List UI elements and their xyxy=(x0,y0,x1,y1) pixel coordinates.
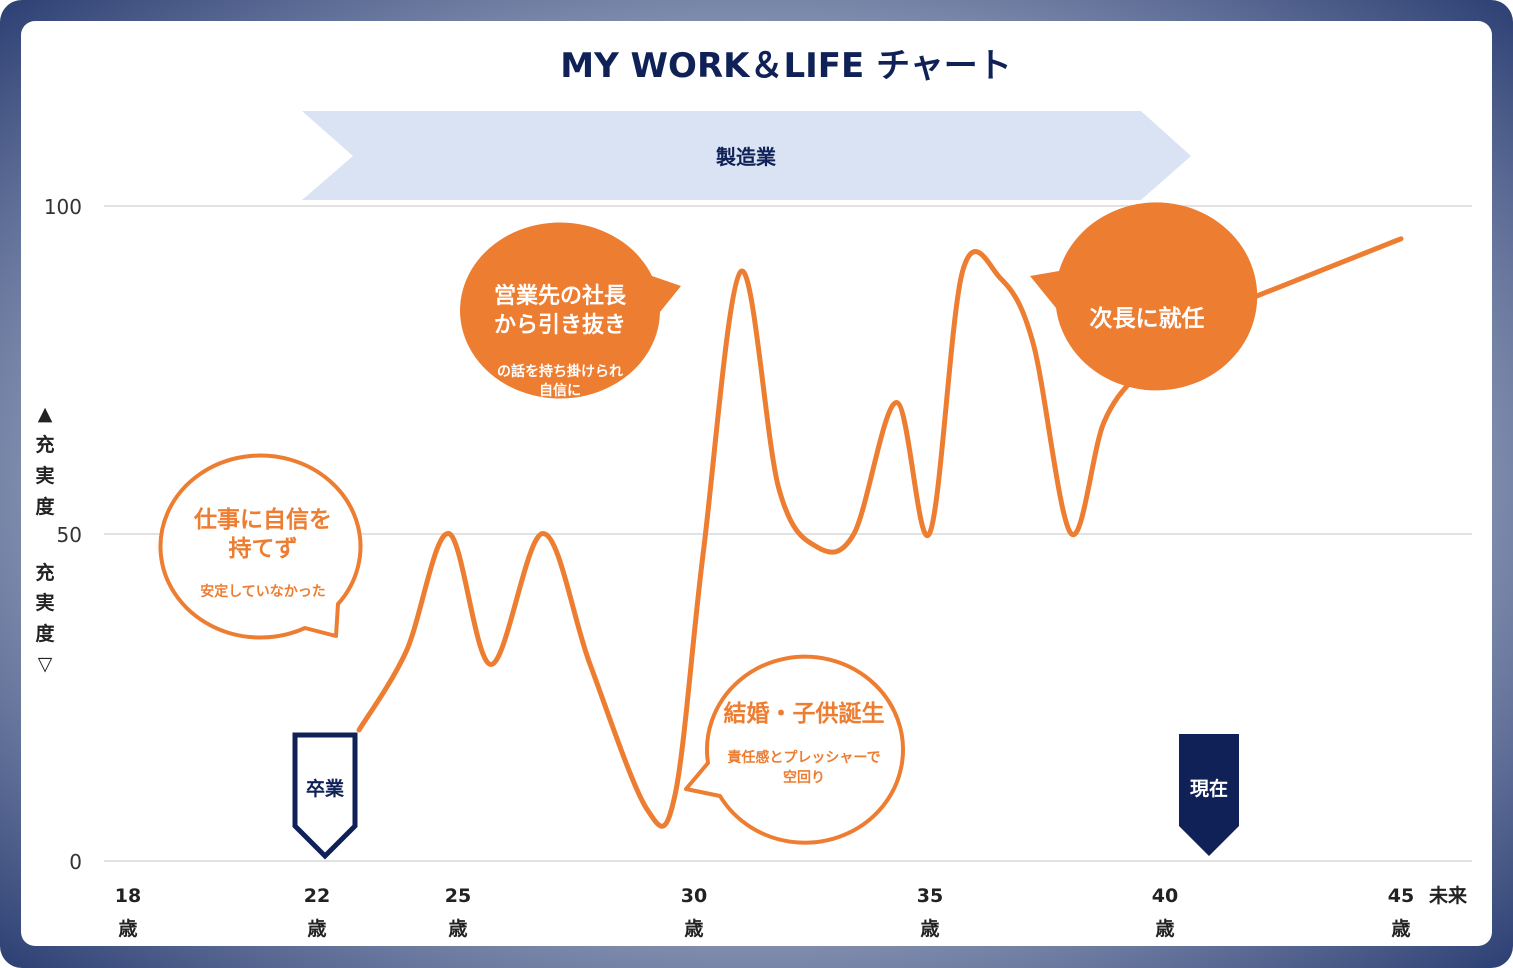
now-marker: 現在 xyxy=(1179,734,1239,856)
bubble-marriage: 結婚・子供誕生 責任感とプレッシャーで 空回り xyxy=(684,654,905,845)
bubble-no-confidence: 仕事に自信を 持てず 安定していなかった xyxy=(158,453,363,640)
y-tick-0: 0 xyxy=(69,850,82,874)
x-tick-45: 45 xyxy=(1388,885,1414,907)
industry-band-label: 製造業 xyxy=(716,145,777,169)
y-label-down-3: ▽ xyxy=(38,653,53,675)
bubble-headhunted-title-1: 営業先の社長 xyxy=(494,283,627,309)
bubble-promotion-title-1: 次長に就任 xyxy=(1090,305,1205,332)
x-tick-25: 25 xyxy=(445,885,471,907)
bubble-headhunted-sub-2: 自信に xyxy=(539,382,581,399)
x-tick-future: 未来 xyxy=(1428,884,1467,907)
y-label-down-0: 充 xyxy=(35,561,54,584)
now-marker-shape xyxy=(1179,734,1239,856)
graduation-marker-shape xyxy=(292,732,358,860)
y-tick-50: 50 xyxy=(57,523,82,547)
graduation-marker: 卒業 xyxy=(292,732,358,860)
x-tick-30: 30 xyxy=(681,885,707,907)
bubble-marriage-title-1: 結婚・子供誕生 xyxy=(724,700,885,727)
x-tick-18-unit: 歳 xyxy=(118,918,137,940)
chart-title: MY WORK＆LIFE チャート xyxy=(560,46,1012,86)
bubble-marriage-sub-2: 空回り xyxy=(783,769,825,786)
y-label-up-0: ▲ xyxy=(38,403,53,425)
y-label-down-2: 度 xyxy=(35,622,55,645)
bubble-headhunted-shape xyxy=(460,222,681,399)
bubble-promotion: 次長に就任 xyxy=(1030,202,1258,391)
industry-band xyxy=(302,111,1191,200)
x-tick-22-unit: 歳 xyxy=(307,918,326,940)
x-ticks: 18 歳 22 歳 25 歳 30 歳 35 歳 40 歳 45 歳 未来 xyxy=(115,884,1467,940)
bubble-marriage-sub-1: 責任感とプレッシャーで xyxy=(727,749,880,766)
y-tick-100: 100 xyxy=(44,195,82,219)
bubble-promotion-shape xyxy=(1030,202,1258,391)
x-tick-35: 35 xyxy=(917,885,943,907)
bubble-headhunted-title-2: から引き抜き xyxy=(494,313,626,338)
bubble-marriage-shape xyxy=(684,654,905,845)
x-tick-18: 18 xyxy=(115,885,141,907)
series-line xyxy=(356,236,1404,829)
x-tick-45-unit: 歳 xyxy=(1391,918,1410,940)
graduation-marker-label: 卒業 xyxy=(306,777,345,800)
bubble-headhunted: 営業先の社長 から引き抜き の話を持ち掛けられ 自信に xyxy=(460,222,681,399)
x-tick-35-unit: 歳 xyxy=(920,918,939,940)
x-tick-22: 22 xyxy=(304,885,330,907)
bubble-no-confidence-title-2: 持てず xyxy=(229,536,298,562)
y-label-down-1: 実 xyxy=(35,591,54,614)
bubble-no-confidence-title-1: 仕事に自信を xyxy=(193,506,332,533)
y-label-up-3: 度 xyxy=(35,495,55,518)
x-tick-25-unit: 歳 xyxy=(448,918,467,940)
y-label-up-1: 充 xyxy=(35,433,54,456)
bubble-no-confidence-sub-1: 安定していなかった xyxy=(200,583,326,600)
y-axis-label: ▲ 充 実 度 充 実 度 ▽ xyxy=(35,403,55,675)
bubble-no-confidence-shape xyxy=(158,453,363,640)
x-tick-40: 40 xyxy=(1152,885,1178,907)
y-label-up-2: 実 xyxy=(35,464,54,487)
x-tick-40-unit: 歳 xyxy=(1155,918,1174,940)
now-marker-label: 現在 xyxy=(1190,777,1228,800)
x-tick-30-unit: 歳 xyxy=(684,918,703,940)
bubble-headhunted-sub-1: の話を持ち掛けられ xyxy=(497,363,623,380)
